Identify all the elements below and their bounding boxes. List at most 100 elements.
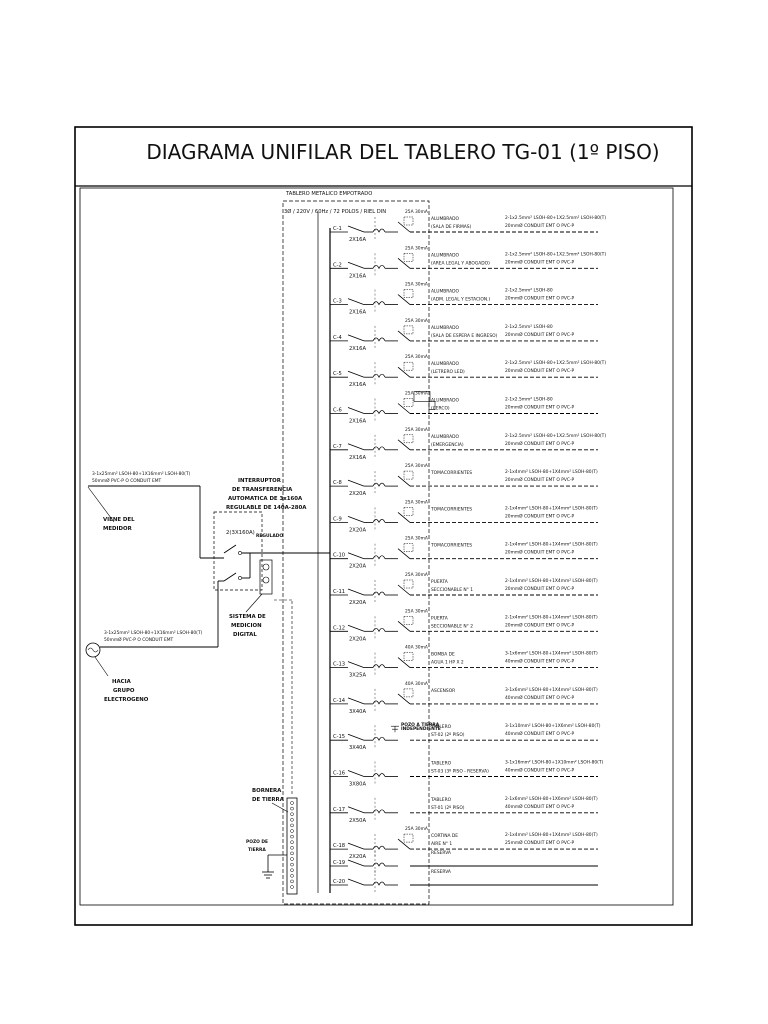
circuit-id: C-2 (333, 262, 342, 268)
conduit-spec: 20mmØ CONDUIT EMT O PVC-P (505, 222, 575, 229)
breaker-rating: 2X20A (349, 564, 366, 570)
ground-terminal (290, 874, 294, 878)
conduit-spec: 40mmØ CONDUIT EMT O PVC-P (505, 730, 575, 737)
ground-terminal (290, 818, 294, 822)
differential-rating: 25A 30mA (405, 391, 428, 397)
breaker-blade (347, 588, 365, 596)
ground-terminal (290, 857, 294, 861)
breaker-rating: 2X20A (349, 527, 366, 533)
to-generator-label-3: ELECTROGENO (104, 697, 149, 703)
cable-spec: 2-1x2.5mm² LSOH-80+1X2.5mm² LSOH-80(T) (505, 215, 606, 221)
differential-blade (397, 584, 411, 596)
breaker-coil (372, 373, 386, 378)
differential-blade (397, 620, 411, 632)
differential-box (403, 398, 414, 407)
transfer-switch-blade-b (223, 572, 237, 582)
breaker-blade (347, 806, 365, 814)
load-name: BOMBA DE (431, 652, 455, 658)
breaker-coil (372, 228, 386, 233)
photocell-icon (413, 391, 431, 402)
transfer-switch-contact-a (238, 551, 242, 555)
load-name: TABLERO (430, 797, 452, 803)
differential-box (403, 434, 414, 444)
incoming-conduit-spec: 50mmØ PVC-P O CONDUIT EMT (92, 477, 162, 484)
differential-blade (397, 475, 411, 487)
differential-blade (397, 693, 411, 705)
metering-label-1: SISTEMA DE (229, 614, 266, 620)
circuit-id: C-1 (333, 226, 342, 232)
current-transformer-1 (262, 563, 270, 571)
differential-blade (397, 221, 411, 233)
breaker-coil (372, 881, 386, 886)
main-breaker-rating: 2(3X160A) (226, 530, 255, 536)
differential-blade (397, 439, 411, 451)
breaker-rating: 2X20A (349, 491, 366, 497)
load-name: RESERVA (431, 869, 451, 875)
ground-terminal (290, 868, 294, 872)
differential-box (403, 652, 414, 661)
differential-box (403, 325, 414, 335)
circuit-id: C-4 (333, 335, 342, 341)
breaker-rating: 3X80A (349, 782, 366, 788)
incoming-leader (87, 486, 115, 523)
circuit-id: C-9 (333, 516, 342, 522)
load-name: TOMACORRIENTES (430, 543, 472, 549)
ground-terminal (290, 851, 294, 856)
metering-label-2: MEDICION (231, 623, 262, 629)
differential-rating: 25A 30mA (405, 463, 428, 469)
ground-terminals (290, 801, 294, 889)
conduit-spec: 20mmØ CONDUIT EMT O PVC-P (505, 585, 575, 592)
breaker-rating: 3X25A (349, 673, 366, 679)
load-detail: AGUA 1 HP X 2 (431, 660, 464, 666)
differential-rating: 25A 30mA (405, 282, 428, 288)
circuit-id: C-3 (333, 299, 342, 305)
differential-rating: 25A 30mA (405, 427, 428, 433)
cable-spec: 2-1x6mm² LSOH-80+1X6mm² LSOH-80(T) (505, 796, 598, 802)
generator-conduit-spec: 50mmØ PVC-P O CONDUIT EMT (104, 636, 174, 643)
load-detail: (EMERGENCIA) (431, 442, 464, 448)
load-name: PUERTA (431, 615, 448, 621)
transfer-switch-blade-a (223, 544, 237, 554)
differential-box (403, 543, 414, 552)
breaker-blade (347, 770, 365, 777)
ground-terminal (290, 846, 294, 850)
differential-box (403, 361, 414, 371)
to-generator-label-2: GRUPO (113, 688, 135, 694)
circuit-id: C-11 (333, 589, 345, 595)
from-meter-label-1: VIENE DEL (103, 517, 135, 523)
load-name: ASCENSOR (431, 688, 455, 694)
load-detail: SECCIONABLE N° 1 (431, 587, 473, 593)
load-detail: ST-01 (2º PISO) (431, 805, 465, 811)
differential-box (403, 289, 414, 298)
load-name: TOMACORRIENTES (430, 506, 472, 512)
cable-spec: 2-1x2.5mm² LSOH-80 (505, 324, 553, 330)
circuit-id: C-17 (333, 807, 345, 813)
breaker-coil (372, 591, 386, 596)
transfer-switch-label-4: REGULABLE DE 140A-280A (226, 505, 307, 511)
load-detail: (CERCO) (431, 406, 450, 412)
conduit-spec: 20mmØ CONDUIT EMT O PVC-P (505, 621, 575, 628)
transfer-switch-label-3: AUTOMATICA DE 3x160A (228, 496, 303, 502)
earth-note-2: INDEPENDIENTE (401, 726, 441, 732)
differential-rating: 25A 30mA (405, 572, 428, 578)
breaker-blade (347, 697, 365, 705)
differential-box (403, 253, 414, 262)
ground-terminal (290, 823, 294, 828)
cable-spec: 2-1x2.5mm² LSOH-80+1X2.5mm² LSOH-80(T) (505, 360, 606, 366)
breaker-blade (347, 516, 365, 523)
circuit-id: C-20 (333, 879, 345, 885)
cable-spec: 2-1x2.5mm² LSOH-80+1X2.5mm² LSOH-80(T) (505, 433, 606, 439)
differential-blade (397, 294, 411, 305)
